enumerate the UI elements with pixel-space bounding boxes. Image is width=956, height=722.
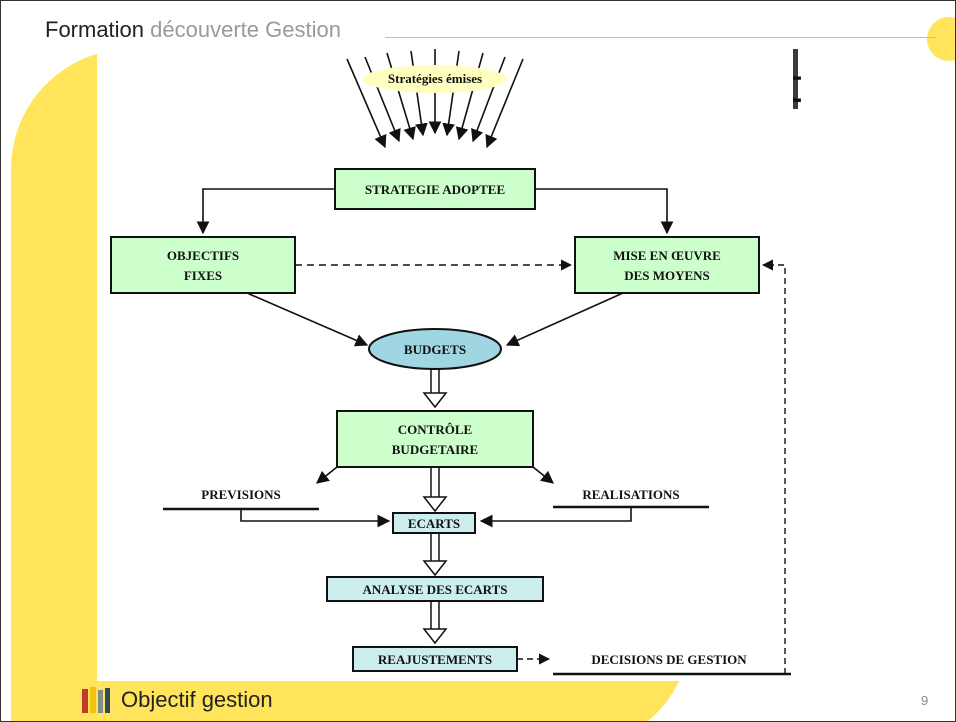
footer-label: Objectif gestion xyxy=(121,687,273,712)
slide-header: Formation découverte Gestion xyxy=(45,17,341,43)
forecasts-label: PREVISIONS xyxy=(201,487,280,502)
emitted-strategies-label-bg xyxy=(363,65,507,93)
budgets-to-control-arrow xyxy=(422,369,448,409)
budget-control-box xyxy=(336,410,534,468)
yellow-accent-dot xyxy=(927,17,955,61)
fixed-objectives-box xyxy=(110,236,296,294)
adopted-strategy-branches xyxy=(196,188,674,235)
gap-analysis-label: ANALYSE DES ECARTS xyxy=(363,582,508,597)
management-decisions-label: DECISIONS DE GESTION xyxy=(591,652,747,667)
means-implementation-box xyxy=(574,236,760,294)
feedback-loop-dashed-arrow xyxy=(761,259,786,674)
gaps-box xyxy=(392,512,476,534)
header-subtitle: découverte Gestion xyxy=(150,17,341,42)
forecasts-to-gaps-arrow xyxy=(240,509,391,528)
budgets-label: BUDGETS xyxy=(404,342,466,357)
emitted-strategies-label: Stratégies émises xyxy=(388,71,482,86)
budgets-node xyxy=(368,328,502,370)
adopted-strategy-label: STRATEGIE ADOPTEE xyxy=(365,182,505,197)
means-implementation-label-line1: MISE EN ŒUVRE xyxy=(613,248,721,263)
budget-control-label-line1: CONTRÔLE xyxy=(398,422,472,437)
gaps-label: ECARTS xyxy=(408,516,460,531)
means-implementation-label-line2: DES MOYENS xyxy=(624,268,710,283)
actuals-to-gaps-arrow xyxy=(479,507,632,528)
budget-control-label-line2: BUDGETAIRE xyxy=(392,442,478,457)
to-budgets-arrows xyxy=(246,292,624,347)
actuals-label: REALISATIONS xyxy=(582,487,679,502)
budget-control-diagram: Stratégies émises STRATEGIE ADOPTEE OBJE… xyxy=(97,49,793,681)
control-to-gaps-arrow xyxy=(422,467,448,513)
analysis-to-adjustments-arrow xyxy=(422,601,448,645)
emitted-strategy-arrows xyxy=(346,49,524,149)
books-icon xyxy=(82,687,110,713)
control-branch-arrows xyxy=(316,466,554,484)
adjustments-label: REAJUSTEMENTS xyxy=(378,652,492,667)
fixed-objectives-label-line1: OBJECTIFS xyxy=(167,248,239,263)
gap-analysis-box xyxy=(326,576,544,602)
gaps-to-analysis-arrow xyxy=(422,533,448,577)
header-title: Formation xyxy=(45,17,145,42)
page-number: 9 xyxy=(921,693,929,708)
fixed-objectives-label-line2: FIXES xyxy=(184,268,222,283)
header-divider xyxy=(385,37,937,38)
